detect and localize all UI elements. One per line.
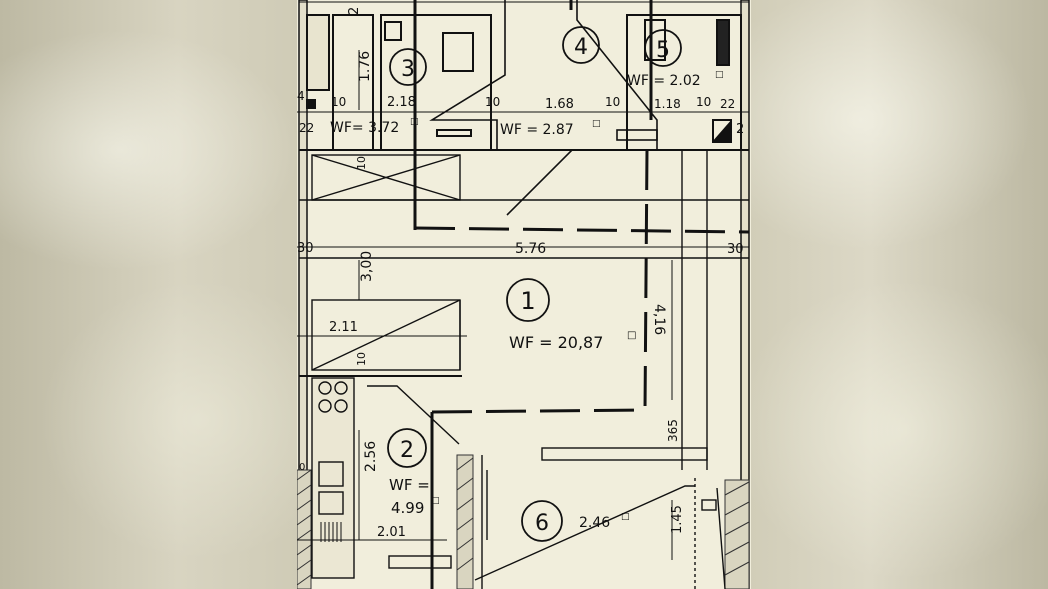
dim-10-e: 10 [355, 156, 368, 170]
dim-22-b: 22 [299, 121, 314, 135]
dim-2-18: 2.18 [387, 95, 416, 110]
room-5-circle [644, 29, 682, 67]
room-labels: 3 4 5 1 2 6 WF = 20,87 □ WF = 4.99 □ WF=… [330, 35, 724, 536]
dim-4: 4 [297, 89, 305, 103]
dimension-labels: 2 1.76 4 10 2.18 10 1.68 10 1.18 10 22 2… [297, 7, 744, 540]
dim-2-top: 2 [347, 7, 362, 15]
dim-1-68: 1.68 [545, 97, 574, 112]
main-room-walls [299, 149, 750, 589]
dim-2-11: 2.11 [329, 320, 358, 335]
dim-2-56: 2.56 [363, 441, 379, 472]
room-2-area-value: 4.99 [391, 499, 424, 517]
floor-plan: 3 4 5 1 2 6 WF = 20,87 □ WF = 4.99 □ WF=… [297, 0, 751, 589]
room-2-number: 2 [400, 438, 414, 463]
room-3-circle [389, 48, 427, 86]
room-6-area: 2.46 [579, 515, 610, 531]
room-2-area-label: WF = [389, 476, 430, 494]
room-4-unit: □ [592, 119, 601, 129]
blurred-background-right [751, 0, 1048, 589]
dim-10-d: 10 [696, 95, 711, 109]
dim-30-right: 30 [727, 242, 744, 257]
dim-1-45: 1.45 [670, 505, 685, 534]
room-1-area: WF = 20,87 [509, 333, 603, 352]
room-5-unit: □ [715, 70, 724, 80]
room-5-number: 5 [656, 38, 670, 63]
dim-1-76: 1.76 [357, 51, 373, 82]
room-4-number: 4 [574, 35, 588, 60]
bathroom-walls [474, 455, 726, 589]
room-2-circle [387, 428, 427, 468]
dimension-lines [297, 50, 749, 560]
room-6-number: 6 [535, 511, 549, 536]
hatched-walls [297, 454, 750, 589]
room-1-circle [506, 278, 550, 322]
blurred-background-left [0, 0, 297, 589]
room-1-number: 1 [520, 287, 535, 315]
room-3-area: WF= 3.72 [330, 120, 399, 136]
dim-365: 365 [666, 419, 680, 442]
kitchen-fixtures [311, 377, 452, 579]
dim-2-01: 2.01 [377, 525, 406, 540]
room-4-area: WF = 2.87 [500, 122, 574, 138]
dim-10-f: 10 [355, 352, 368, 366]
dim-30-left: 30 [297, 241, 314, 256]
room-1-unit: □ [627, 330, 636, 341]
hallway-shape [429, 0, 658, 216]
dim-5-76: 5.76 [515, 241, 546, 257]
floor-plan-drawing: 3 4 5 1 2 6 WF = 20,87 □ WF = 4.99 □ WF=… [297, 0, 750, 589]
room-number-circles [387, 26, 682, 542]
dim-4-16: 4,16 [651, 304, 667, 335]
top-rooms-walls [306, 0, 742, 230]
dim-10-a: 10 [331, 95, 346, 109]
room-4-circle [562, 26, 600, 64]
room-6-circle [521, 500, 563, 542]
dim-2-right: 2 [736, 122, 744, 137]
room-6-unit: □ [621, 512, 630, 522]
dim-0: 0 [299, 462, 305, 473]
dim-22-a: 22 [720, 97, 735, 111]
room-3-unit: □ [410, 117, 419, 127]
room-5-area: WF = 2.02 [627, 73, 701, 89]
room-3-number: 3 [401, 57, 415, 82]
room-2-unit: □ [431, 496, 440, 506]
dim-10-b: 10 [485, 95, 500, 109]
dim-10-c: 10 [605, 95, 620, 109]
dim-1-18: 1.18 [654, 97, 681, 111]
dim-3-00: 3,00 [359, 251, 375, 282]
